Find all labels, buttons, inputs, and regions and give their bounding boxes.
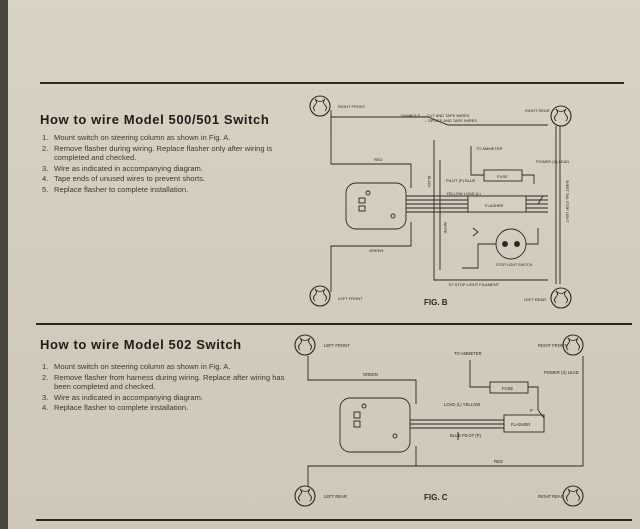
stop-light-switch-icon [495,228,527,260]
svg-text:BLACK: BLACK [427,176,431,188]
svg-text:WHITE: WHITE [443,222,447,234]
svg-text:SYMBOLS → CUT AND TAPE WIRES: SYMBOLS → CUT AND TAPE WIRES [401,113,470,118]
svg-text:POWER (X) LEAD: POWER (X) LEAD [536,159,569,164]
left-front-bulb-icon [309,285,331,307]
fig-b-caption: FIG. B [424,298,448,307]
flasher-icon [503,414,545,433]
svg-text:FUSE: FUSE [497,174,508,179]
section1-steps: 1.Mount switch on steering column as sho… [42,133,292,195]
svg-text:RIGHT REAR: RIGHT REAR [538,494,564,499]
right-front-bulb-icon [309,95,331,117]
list-item: 2.Remove flasher from harness during wir… [42,372,285,392]
list-item: 3.Wire as indicated in accompanying diag… [42,392,203,402]
svg-text:RED: RED [494,459,503,464]
svg-text:LEFT REAR: LEFT REAR [524,297,546,302]
svg-text:RIGHT REAR: RIGHT REAR [525,108,550,113]
svg-text:LEFT FRONT: LEFT FRONT [338,296,363,301]
right-rear-bulb-icon [550,105,572,127]
svg-text:YELLOW LOAD (L): YELLOW LOAD (L) [446,191,481,196]
svg-text:GREEN: GREEN [369,248,383,253]
top-rule [40,82,624,84]
svg-text:RIGHT FRONT: RIGHT FRONT [338,104,366,109]
fig-c-caption: FIG. C [424,493,448,502]
instruction-sheet: How to wire Model 500/501 Switch 1.Mount… [8,0,640,529]
svg-text:TO AMMETER: TO AMMETER [476,146,502,151]
svg-text:TO STOP LIGHT FILAMENT: TO STOP LIGHT FILAMENT [448,282,500,287]
section2-title: How to wire Model 502 Switch [40,337,242,352]
list-item: 1.Mount switch on steering column as sho… [42,133,231,142]
left-front-bulb-icon [294,334,316,356]
bottom-rule [36,519,632,521]
svg-text:LEFT FRONT: LEFT FRONT [324,343,350,348]
svg-text:RIGHT FRONT: RIGHT FRONT [538,343,567,348]
svg-text:FUSE: FUSE [502,386,513,391]
svg-text:STOP LIGHT SWITCH: STOP LIGHT SWITCH [496,263,533,267]
svg-text:FLASHER: FLASHER [511,422,530,427]
section1-title: How to wire Model 500/501 Switch [40,112,270,127]
svg-text:PILOT (P) BLUE: PILOT (P) BLUE [446,178,476,183]
list-item: 4.Replace flasher to complete installati… [42,403,189,412]
fig-c: LEFT FRONT RIGHT FRONT LEFT REAR RIGHT R… [294,334,584,507]
svg-text:LEFT REAR: LEFT REAR [324,494,347,499]
fuse-icon [483,169,523,182]
svg-text:FLASHER: FLASHER [485,203,504,208]
svg-text:BLUE PILOT (P): BLUE PILOT (P) [450,433,481,438]
list-item: 3.Wire as indicated in accompanying diag… [42,163,203,173]
svg-text:RED: RED [374,157,383,162]
svg-text:TO AMMETER: TO AMMETER [454,351,482,356]
wiring-diagrams: RIGHT FRONT RIGHT REAR LEFT FRONT LEFT R… [294,95,584,507]
svg-text:→ SPLICE AND TAPE WIRES: → SPLICE AND TAPE WIRES [423,118,477,123]
left-rear-bulb-icon [550,287,572,309]
list-item: 4.Tape ends of unused wires to prevent s… [42,174,206,183]
right-rear-bulb-icon [562,485,584,507]
fuse-icon [489,381,529,394]
svg-text:LOAD (L) YELLOW: LOAD (L) YELLOW [444,402,480,407]
svg-text:GREEN: GREEN [363,372,378,377]
list-item: 5.Replace flasher to complete installati… [42,184,189,194]
svg-text:P: P [530,408,533,413]
svg-text:SHEET TAIL STOP LIGHT: SHEET TAIL STOP LIGHT [565,180,569,223]
list-item: 1.Mount switch on steering column as sho… [42,362,231,371]
fig-b: RIGHT FRONT RIGHT REAR LEFT FRONT LEFT R… [309,95,572,309]
list-item: 2.Remove flasher during wiring. Replace … [42,143,273,163]
section2-steps: 1.Mount switch on steering column as sho… [42,362,292,414]
left-rear-bulb-icon [294,485,316,507]
turn-switch-icon [345,182,407,230]
svg-text:POWER (X) LEAD: POWER (X) LEAD [544,370,579,375]
turn-switch-icon [339,397,411,453]
middle-rule [36,323,632,325]
